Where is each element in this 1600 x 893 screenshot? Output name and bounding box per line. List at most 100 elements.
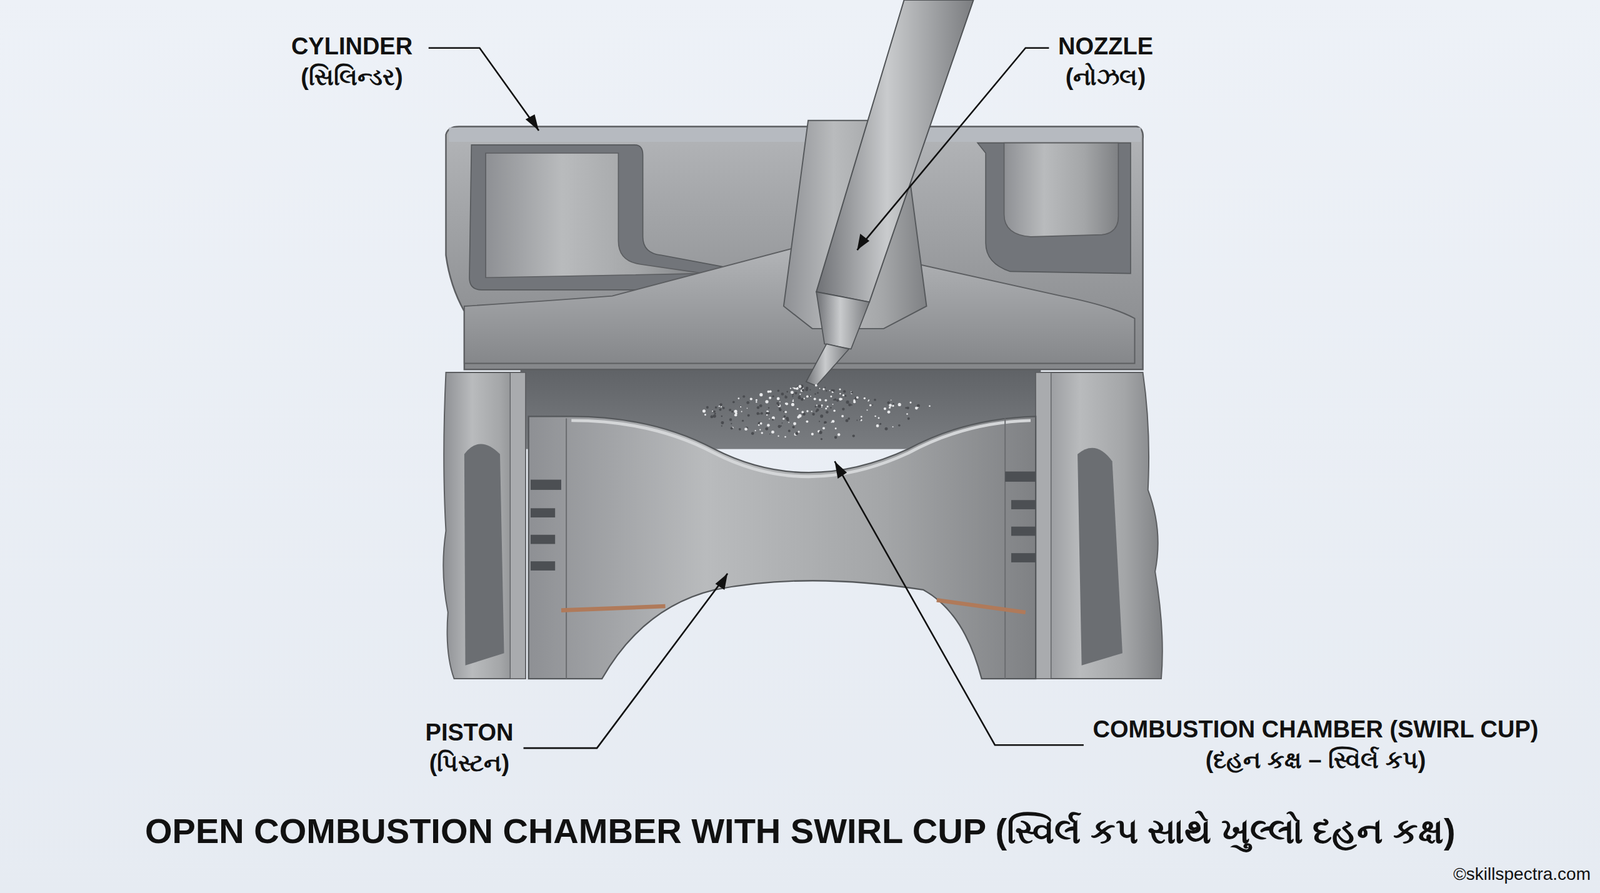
wrist-pin-right (936, 600, 1026, 613)
spray-droplet (719, 403, 722, 406)
spray-droplet (777, 435, 779, 437)
spray-droplet (830, 406, 832, 409)
spray-droplet (832, 403, 834, 405)
spray-droplet (806, 410, 809, 412)
spray-droplet (809, 389, 811, 391)
spray-droplet (755, 430, 757, 432)
spray-droplet (888, 403, 892, 407)
spray-droplet (720, 406, 722, 408)
spray-droplet (796, 408, 799, 410)
spray-droplet (797, 430, 800, 433)
wrist-pin-left (561, 606, 666, 611)
spray-droplet (792, 399, 794, 401)
spray-droplet (766, 414, 768, 416)
spray-droplet (843, 390, 846, 393)
spray-droplet (885, 427, 889, 431)
spray-droplet (909, 401, 912, 404)
spray-droplet (820, 400, 822, 402)
spray-droplet (718, 405, 720, 407)
spray-droplet (795, 386, 797, 388)
spray-droplet (818, 420, 820, 422)
spray-droplet (713, 414, 717, 418)
spray-droplet (890, 399, 892, 401)
spray-droplet (816, 404, 818, 406)
spray-droplet (738, 428, 742, 431)
spray-droplet (792, 425, 795, 429)
spray-droplet (719, 408, 722, 412)
spray-droplet (830, 395, 832, 398)
spray-droplet (806, 395, 809, 399)
spray-droplet (822, 388, 825, 390)
spray-droplet (778, 425, 782, 429)
spray-droplet (759, 429, 761, 431)
spray-droplet (848, 403, 852, 407)
spray-droplet (768, 418, 770, 420)
spray-droplet (759, 404, 763, 408)
ring-grooves (530, 471, 1036, 571)
spray-droplet (728, 408, 732, 412)
spray-droplet (845, 419, 849, 423)
spray-droplet (785, 402, 787, 405)
leader-line (428, 48, 539, 131)
spray-droplet (805, 388, 809, 392)
spray-droplet (824, 386, 826, 389)
spray-droplet (721, 425, 723, 427)
spray-droplet (825, 410, 829, 414)
leader-line (835, 461, 1084, 745)
spray-droplet (765, 427, 769, 431)
part-label: NOZZLE (નોઝલ) (1046, 31, 1165, 94)
spray-droplet (824, 399, 827, 402)
spray-droplet (766, 423, 770, 427)
spray-droplet (820, 414, 824, 418)
spray-droplet (818, 430, 822, 434)
spray-droplet (866, 409, 868, 411)
spray-droplet (823, 421, 827, 425)
spray-droplet (761, 431, 764, 434)
piston-seam-right (1004, 418, 1006, 679)
spray-droplet (818, 387, 820, 389)
spray-droplet (733, 410, 737, 414)
spray-droplet (876, 424, 880, 428)
spray-droplet (769, 433, 771, 435)
spray-droplet (794, 391, 797, 395)
spray-droplet (769, 390, 772, 393)
spray-droplet (791, 396, 794, 398)
spray-droplet (760, 411, 764, 415)
spray-droplet (792, 400, 795, 402)
arrow-head (856, 233, 870, 250)
spray-droplet (793, 387, 796, 390)
spray-droplet (732, 400, 735, 404)
spray-droplet (780, 425, 782, 427)
spray-droplet (783, 415, 786, 417)
spray-droplet (851, 391, 854, 394)
spray-droplet (838, 388, 841, 390)
spray-droplet (730, 426, 734, 430)
spray-droplet (790, 391, 794, 395)
spray-droplet (777, 390, 780, 392)
spray-droplet (786, 390, 789, 393)
cylinder-wall-left (443, 372, 526, 679)
spray-droplet (737, 397, 740, 400)
spray-droplet (720, 421, 724, 425)
spray-droplet (915, 406, 919, 410)
spray-droplet (801, 388, 805, 392)
spray-droplet (853, 400, 856, 404)
spray-droplet (814, 393, 816, 395)
arrow-head (835, 461, 848, 479)
spray-droplet (779, 401, 781, 403)
spray-droplet (744, 427, 748, 431)
spray-droplet (811, 413, 815, 416)
spray-droplet (786, 418, 789, 422)
spray-droplet (859, 419, 861, 421)
spray-droplet (792, 387, 794, 389)
spray-droplet (841, 415, 844, 418)
spray-droplet (879, 423, 882, 425)
spray-droplet (840, 398, 843, 400)
spray-droplet (772, 395, 775, 398)
spray-droplet (906, 406, 910, 410)
spray-droplet (782, 418, 785, 420)
spray-droplet (887, 410, 891, 414)
spray-droplet (898, 403, 902, 407)
spray-droplet (886, 401, 890, 404)
head-top-face (448, 127, 1141, 142)
